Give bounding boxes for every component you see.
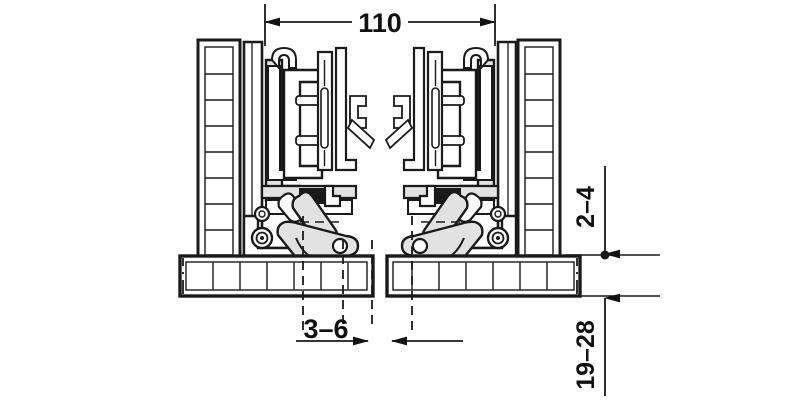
left-cabinet-panel [196,38,242,264]
dimension-110: 110 [264,4,496,46]
dimension-110-label: 110 [358,8,402,38]
projection-lines [302,216,413,330]
left-runner-assembly [242,40,376,262]
dimension-2-4-label: 2–4 [572,186,600,228]
right-bottom-panel [385,254,582,298]
dimension-3-6-label: 3–6 [303,314,348,344]
reference-dot [600,250,610,260]
left-bottom-panel [178,254,375,298]
centre-line-markers [182,258,578,294]
dimension-19-28: 19–28 [565,293,660,396]
dimension-3-6: 3–6 [296,314,463,346]
right-runner-assembly [384,40,518,262]
dimension-2-4: 2–4 [565,166,660,260]
right-cabinet-panel [516,38,562,264]
dimension-19-28-label: 19–28 [572,320,600,390]
